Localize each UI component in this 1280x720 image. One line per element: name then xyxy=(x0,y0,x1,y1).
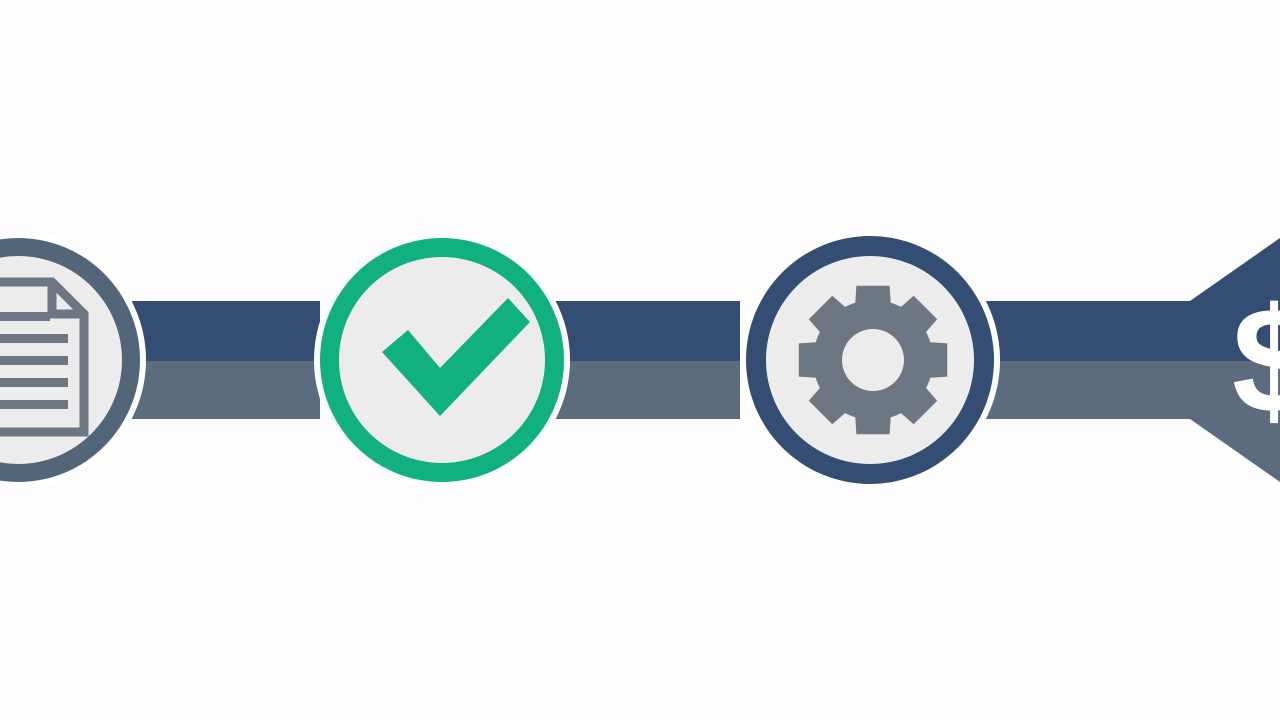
step-checkmark xyxy=(314,232,570,488)
checkmark-icon xyxy=(382,298,530,416)
connector-band-2 xyxy=(540,301,740,419)
step-gear xyxy=(740,230,1000,490)
connector-band-1 xyxy=(120,301,320,419)
gear-shape xyxy=(798,285,948,435)
gear-icon xyxy=(798,285,948,435)
document-icon xyxy=(0,277,89,437)
dollar-icon: $ xyxy=(1232,276,1280,444)
arrow-head xyxy=(1190,238,1280,482)
connector-band-3 xyxy=(960,301,1200,419)
step-document xyxy=(0,232,146,488)
step-checkmark-circle xyxy=(339,257,545,463)
